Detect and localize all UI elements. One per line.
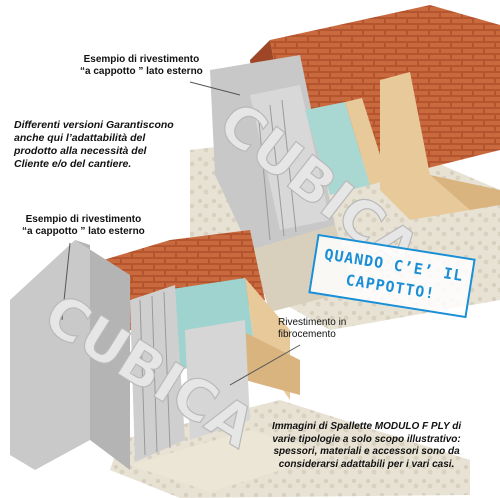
caption-line-2: varie tipologie a solo scopo illustrativ…: [272, 433, 461, 445]
middle-label-line-2: “a cappotto ” lato esterno: [22, 226, 145, 237]
illustration-caption: Immagini di Spallette MODULO F PLY di va…: [272, 421, 461, 471]
caption-line-1: Immagini di Spallette MODULO F PLY di: [272, 421, 462, 432]
middle-cladding-label: Esempio di rivestimento “a cappotto ” la…: [22, 214, 145, 238]
description-line-3: prodotto alla necessità del: [14, 145, 147, 157]
fibro-label-line-1: Rivestimento in: [278, 317, 347, 328]
bottom-wall-section: [10, 230, 470, 498]
description-line-1: Differenti versioni Garantiscono: [14, 119, 174, 131]
top-wall-section: [190, 5, 500, 330]
description-line-4: Cliente e/o del cantiere.: [14, 158, 132, 170]
top-label-leader: [189, 81, 241, 96]
fibrocement-label: Rivestimento in fibrocemento: [278, 317, 346, 341]
caption-line-3: spessori, materiali e accessori sono da: [273, 446, 460, 457]
middle-label-line-1: Esempio di rivestimento: [25, 214, 142, 225]
top-label-line-2: “a cappotto ” lato esterno: [80, 66, 203, 77]
fibro-label-line-2: fibrocemento: [278, 329, 336, 340]
middle-label-leader: [61, 242, 71, 321]
versions-description: Differenti versioni Garantiscono anche q…: [14, 119, 174, 171]
top-cladding-label: Esempio di rivestimento “a cappotto ” la…: [80, 54, 203, 78]
top-label-line-1: Esempio di rivestimento: [83, 54, 200, 65]
description-line-2: anche qui l’adattabilità del: [14, 132, 146, 144]
caption-line-4: considerarsi adattabili per i vari casi.: [278, 458, 455, 470]
fibro-label-leader: [229, 344, 301, 386]
